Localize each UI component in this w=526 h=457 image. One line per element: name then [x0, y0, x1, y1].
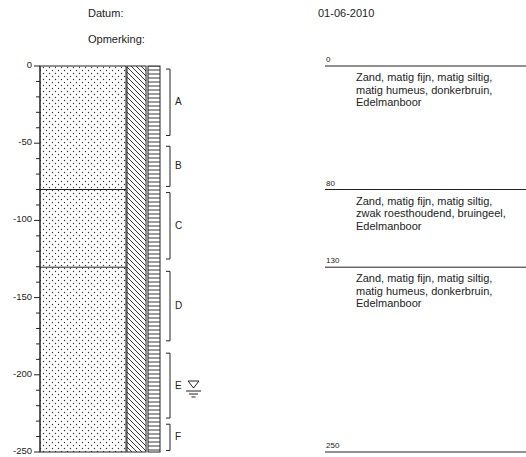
axis-tick	[36, 405, 40, 406]
axis-tick	[36, 174, 40, 175]
depth-number: 130	[326, 256, 339, 265]
axis-label: -200	[0, 369, 32, 380]
layer-description: Zand, matig fijn, matig siltig, matig hu…	[356, 272, 518, 310]
axis-tick	[34, 374, 40, 375]
sample-bracket	[166, 353, 170, 418]
axis-tick	[36, 436, 40, 437]
axis-tick	[36, 390, 40, 391]
layer-boundary	[40, 267, 126, 268]
layer-boundary	[40, 189, 126, 190]
field-label: Datum:	[88, 7, 123, 20]
axis-tick	[34, 66, 40, 67]
sample-letter: D	[175, 300, 182, 312]
axis-tick	[36, 81, 40, 82]
water-table-symbol	[186, 381, 201, 397]
axis-tick	[36, 127, 40, 128]
axis-tick	[36, 235, 40, 236]
axis-tick	[36, 189, 40, 190]
sample-letter: A	[175, 96, 182, 108]
axis-label: -150	[0, 292, 32, 303]
axis-tick	[36, 313, 40, 314]
sample-bracket	[166, 424, 170, 450]
axis-tick	[34, 452, 40, 453]
depth-axis	[34, 66, 40, 452]
layer-description: Zand, matig fijn, matig siltig, zwak roe…	[356, 195, 518, 233]
axis-tick	[34, 297, 40, 298]
depth-number: 250	[326, 441, 339, 450]
axis-tick	[36, 251, 40, 252]
line-column	[148, 66, 160, 452]
axis-tick	[36, 112, 40, 113]
axis-tick	[36, 266, 40, 267]
axis-tick	[36, 421, 40, 422]
layer-description: Zand, matig fijn, matig siltig, matig hu…	[356, 71, 518, 109]
axis-tick	[36, 328, 40, 329]
sample-bracket	[166, 146, 170, 186]
depth-number: 0	[326, 55, 330, 64]
axis-tick	[36, 359, 40, 360]
axis-tick	[34, 220, 40, 221]
axis-tick	[36, 343, 40, 344]
sample-bracket	[166, 271, 170, 340]
sample-brackets	[166, 69, 170, 450]
depth-number: 80	[326, 179, 335, 188]
axis-label: -100	[0, 214, 32, 225]
sample-letter: B	[175, 160, 182, 172]
sample-letter: C	[175, 220, 182, 232]
axis-tick	[34, 143, 40, 144]
hatch-column	[127, 66, 146, 452]
sample-bracket	[166, 193, 170, 259]
sample-letter: F	[175, 431, 181, 443]
date-value: 01-06-2010	[318, 7, 374, 20]
sand-column	[40, 66, 126, 452]
axis-tick	[36, 282, 40, 283]
axis-tick	[36, 204, 40, 205]
sample-bracket	[166, 69, 170, 135]
axis-label: -250	[0, 446, 32, 457]
field-label: Opmerking:	[88, 33, 145, 46]
axis-label: -50	[0, 137, 32, 148]
axis-tick	[36, 96, 40, 97]
axis-tick	[36, 158, 40, 159]
sample-letter: E	[175, 380, 182, 392]
axis-label: 0	[0, 60, 32, 71]
layer-lines	[325, 66, 526, 452]
